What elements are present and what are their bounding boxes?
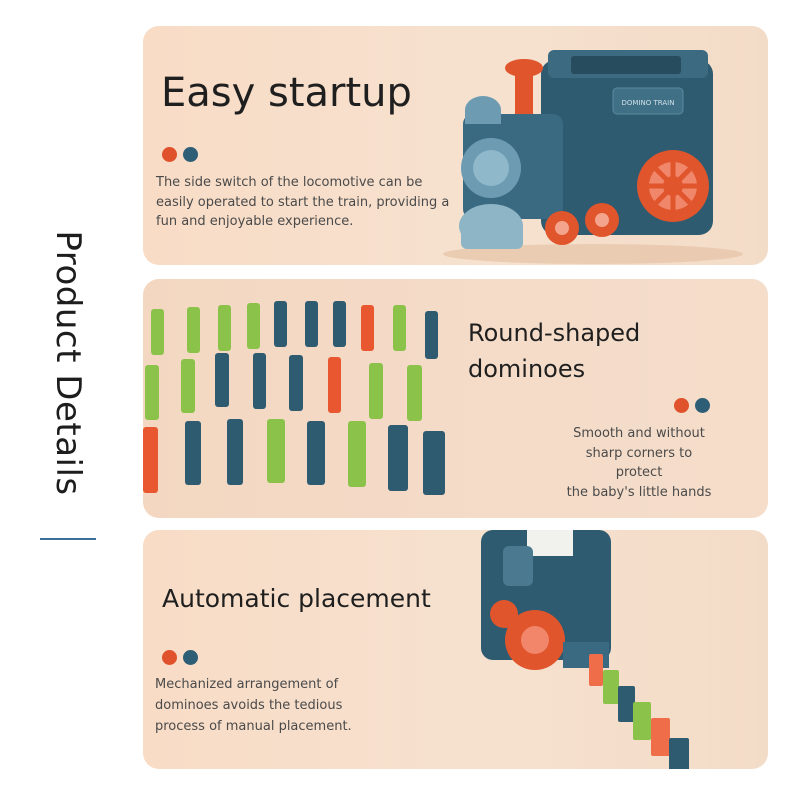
section-description: Mechanized arrangement of dominoes avoid… [155, 677, 352, 734]
section-round-shaped-dominoes: Round-shaped dominoes Smooth and without… [143, 279, 768, 518]
blue-dot-icon [183, 147, 198, 162]
section-heading: Round-shaped dominoes [468, 319, 641, 383]
section-description: Smooth and without sharp corners to prot… [566, 426, 712, 500]
svg-text:DOMINO TRAIN: DOMINO TRAIN [622, 99, 675, 107]
side-title-underline [40, 538, 96, 540]
section-heading: Automatic placement [162, 584, 431, 613]
dominoes-image [143, 301, 445, 495]
orange-dot-icon [162, 147, 177, 162]
section-easy-startup: Easy startup The side switch of the loco… [143, 26, 768, 265]
train-placing-dominoes-image [481, 530, 689, 769]
color-dots [162, 650, 198, 665]
locomotive-image: DOMINO TRAIN [443, 50, 743, 264]
blue-dot-icon [695, 398, 710, 413]
side-title: Product Details [48, 230, 88, 496]
blue-dot-icon [183, 650, 198, 665]
section-automatic-placement: Automatic placement Mechanized arrangeme… [143, 530, 768, 769]
section-heading: Easy startup [161, 70, 412, 116]
orange-dot-icon [674, 398, 689, 413]
color-dots [162, 147, 198, 162]
orange-dot-icon [162, 650, 177, 665]
color-dots [674, 398, 710, 413]
section-description: The side switch of the locomotive can be… [156, 175, 450, 229]
